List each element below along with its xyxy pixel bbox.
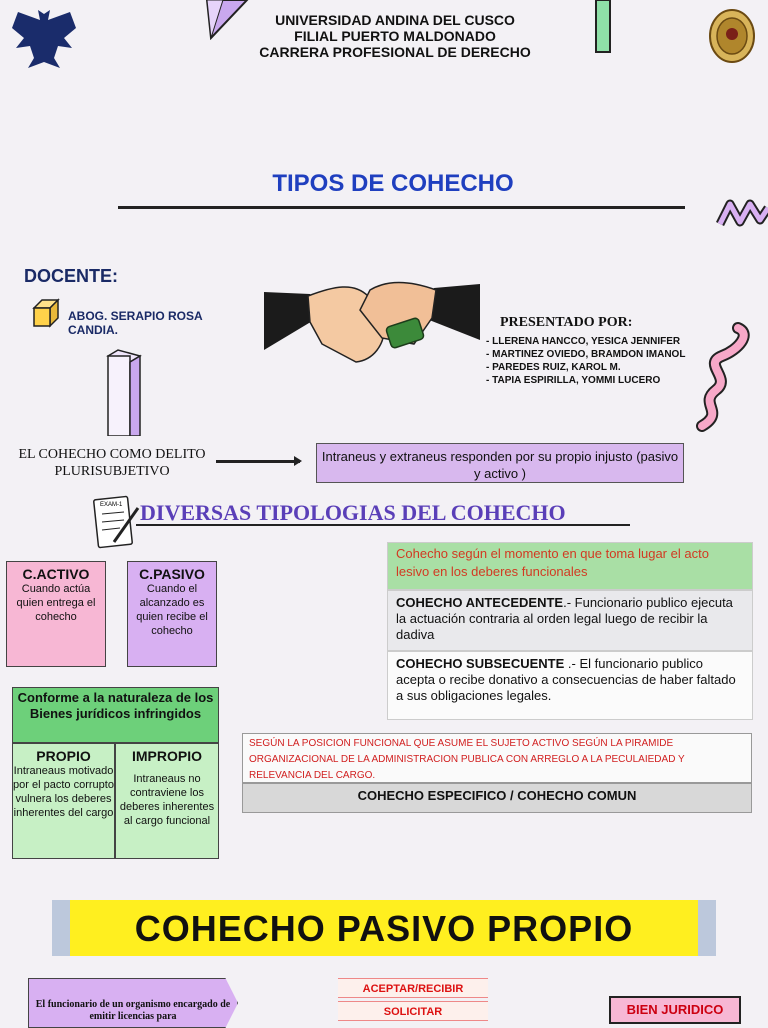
exam-label: EXAM-1 — [100, 502, 123, 508]
verb-solicitar: SOLICITAR — [338, 1001, 488, 1021]
arrow-right-icon — [294, 456, 302, 466]
docente-name: ABOG. SERAPIO ROSA CANDIA. — [68, 309, 203, 337]
plurisubjetivo-text: EL COHECHO COMO DELITO PLURISUBJETIVO — [18, 447, 206, 479]
author-item: PAREDES RUIZ, KAROL M. — [486, 361, 685, 374]
activo-title: C.ACTIVO — [22, 566, 90, 582]
header-line-1: UNIVERSIDAD ANDINA DEL CUSCO — [275, 12, 515, 28]
intraneus-box: Intraneus y extraneus responden por su p… — [316, 443, 684, 483]
impropio-box: IMPROPIO Intraneaus no contraviene los d… — [115, 743, 219, 859]
especifico-box: COHECHO ESPECIFICO / COHECHO COMUN — [242, 783, 752, 813]
momento-box: Cohecho según el momento en que toma lug… — [387, 542, 753, 590]
bien-juridico-box: BIEN JURIDICO — [609, 996, 741, 1024]
university-seal-icon — [709, 9, 755, 63]
posicion-box: SEGÚN LA POSICION FUNCIONAL QUE ASUME EL… — [242, 733, 752, 783]
propio-title: PROPIO — [36, 748, 91, 764]
docente-label: DOCENTE: — [24, 266, 118, 286]
title-divider — [118, 206, 685, 209]
pasivo-desc: Cuando el alcanzado es quien recibe el c… — [136, 583, 208, 637]
diversas-divider — [136, 524, 630, 526]
author-item: TAPIA ESPIRILLA, YOMMI LUCERO — [486, 374, 685, 387]
header-line-3: CARRERA PROFESIONAL DE DERECHO — [259, 44, 531, 60]
squiggle-icon — [696, 322, 750, 432]
activo-desc: Cuando actúa quien entrega el cohecho — [16, 583, 96, 623]
author-item: MARTINEZ OVIEDO, BRAMDON IMANOL — [486, 348, 685, 361]
presentado-label: PRESENTADO POR: — [500, 315, 633, 330]
propio-box: PROPIO Intraneaus motivado por el pacto … — [12, 743, 115, 859]
antecedente-title: COHECHO ANTECEDENTE — [396, 595, 564, 610]
prism-bar-icon — [106, 349, 142, 436]
crystal-shape-icon — [205, 0, 249, 40]
cube-icon — [32, 298, 60, 328]
subsecuente-title: COHECHO SUBSECUENTE — [396, 656, 565, 671]
page-title: TIPOS DE COHECHO — [272, 170, 514, 197]
eagle-logo-icon — [12, 10, 76, 68]
funcionario-box: El funcionario de un organismo encargado… — [28, 978, 238, 1028]
diversas-heading: DIVERSAS TIPOLOGIAS DEL COHECHO — [140, 500, 566, 525]
pasivo-title: C.PASIVO — [139, 566, 205, 582]
green-bar-icon — [595, 0, 611, 53]
exam-paper-icon: EXAM-1 — [93, 495, 140, 549]
banner-title: COHECHO PASIVO PROPIO — [70, 900, 698, 956]
authors-list: LLERENA HANCCO, YESICA JENNIFER MARTINEZ… — [486, 335, 685, 387]
university-header: UNIVERSIDAD ANDINA DEL CUSCO FILIAL PUER… — [180, 12, 610, 60]
propio-desc: Intraneaus motivado por el pacto corrupt… — [13, 765, 114, 819]
impropio-desc: Intraneaus no contraviene los deberes in… — [119, 773, 215, 827]
arrow-line — [216, 460, 300, 463]
impropio-title: IMPROPIO — [131, 748, 202, 764]
verb-aceptar: ACEPTAR/RECIBIR — [338, 978, 488, 998]
naturaleza-box: Conforme a la naturaleza de los Bienes j… — [12, 687, 219, 743]
subsecuente-box: COHECHO SUBSECUENTE .- El funcionario pu… — [387, 651, 753, 720]
zigzag-icon — [716, 199, 768, 227]
activo-box: C.ACTIVO Cuando actúa quien entrega el c… — [6, 561, 106, 667]
subsecuente-desc: .- El funcionario publico acepta o recib… — [396, 656, 736, 703]
header-line-2: FILIAL PUERTO MALDONADO — [294, 28, 496, 44]
antecedente-desc: .- Funcionario publico ejecuta la actuac… — [396, 595, 733, 642]
antecedente-box: COHECHO ANTECEDENTE.- Funcionario public… — [387, 590, 753, 651]
handshake-bribe-icon — [264, 281, 480, 363]
author-item: LLERENA HANCCO, YESICA JENNIFER — [486, 335, 685, 348]
pasivo-box: C.PASIVO Cuando el alcanzado es quien re… — [127, 561, 217, 667]
